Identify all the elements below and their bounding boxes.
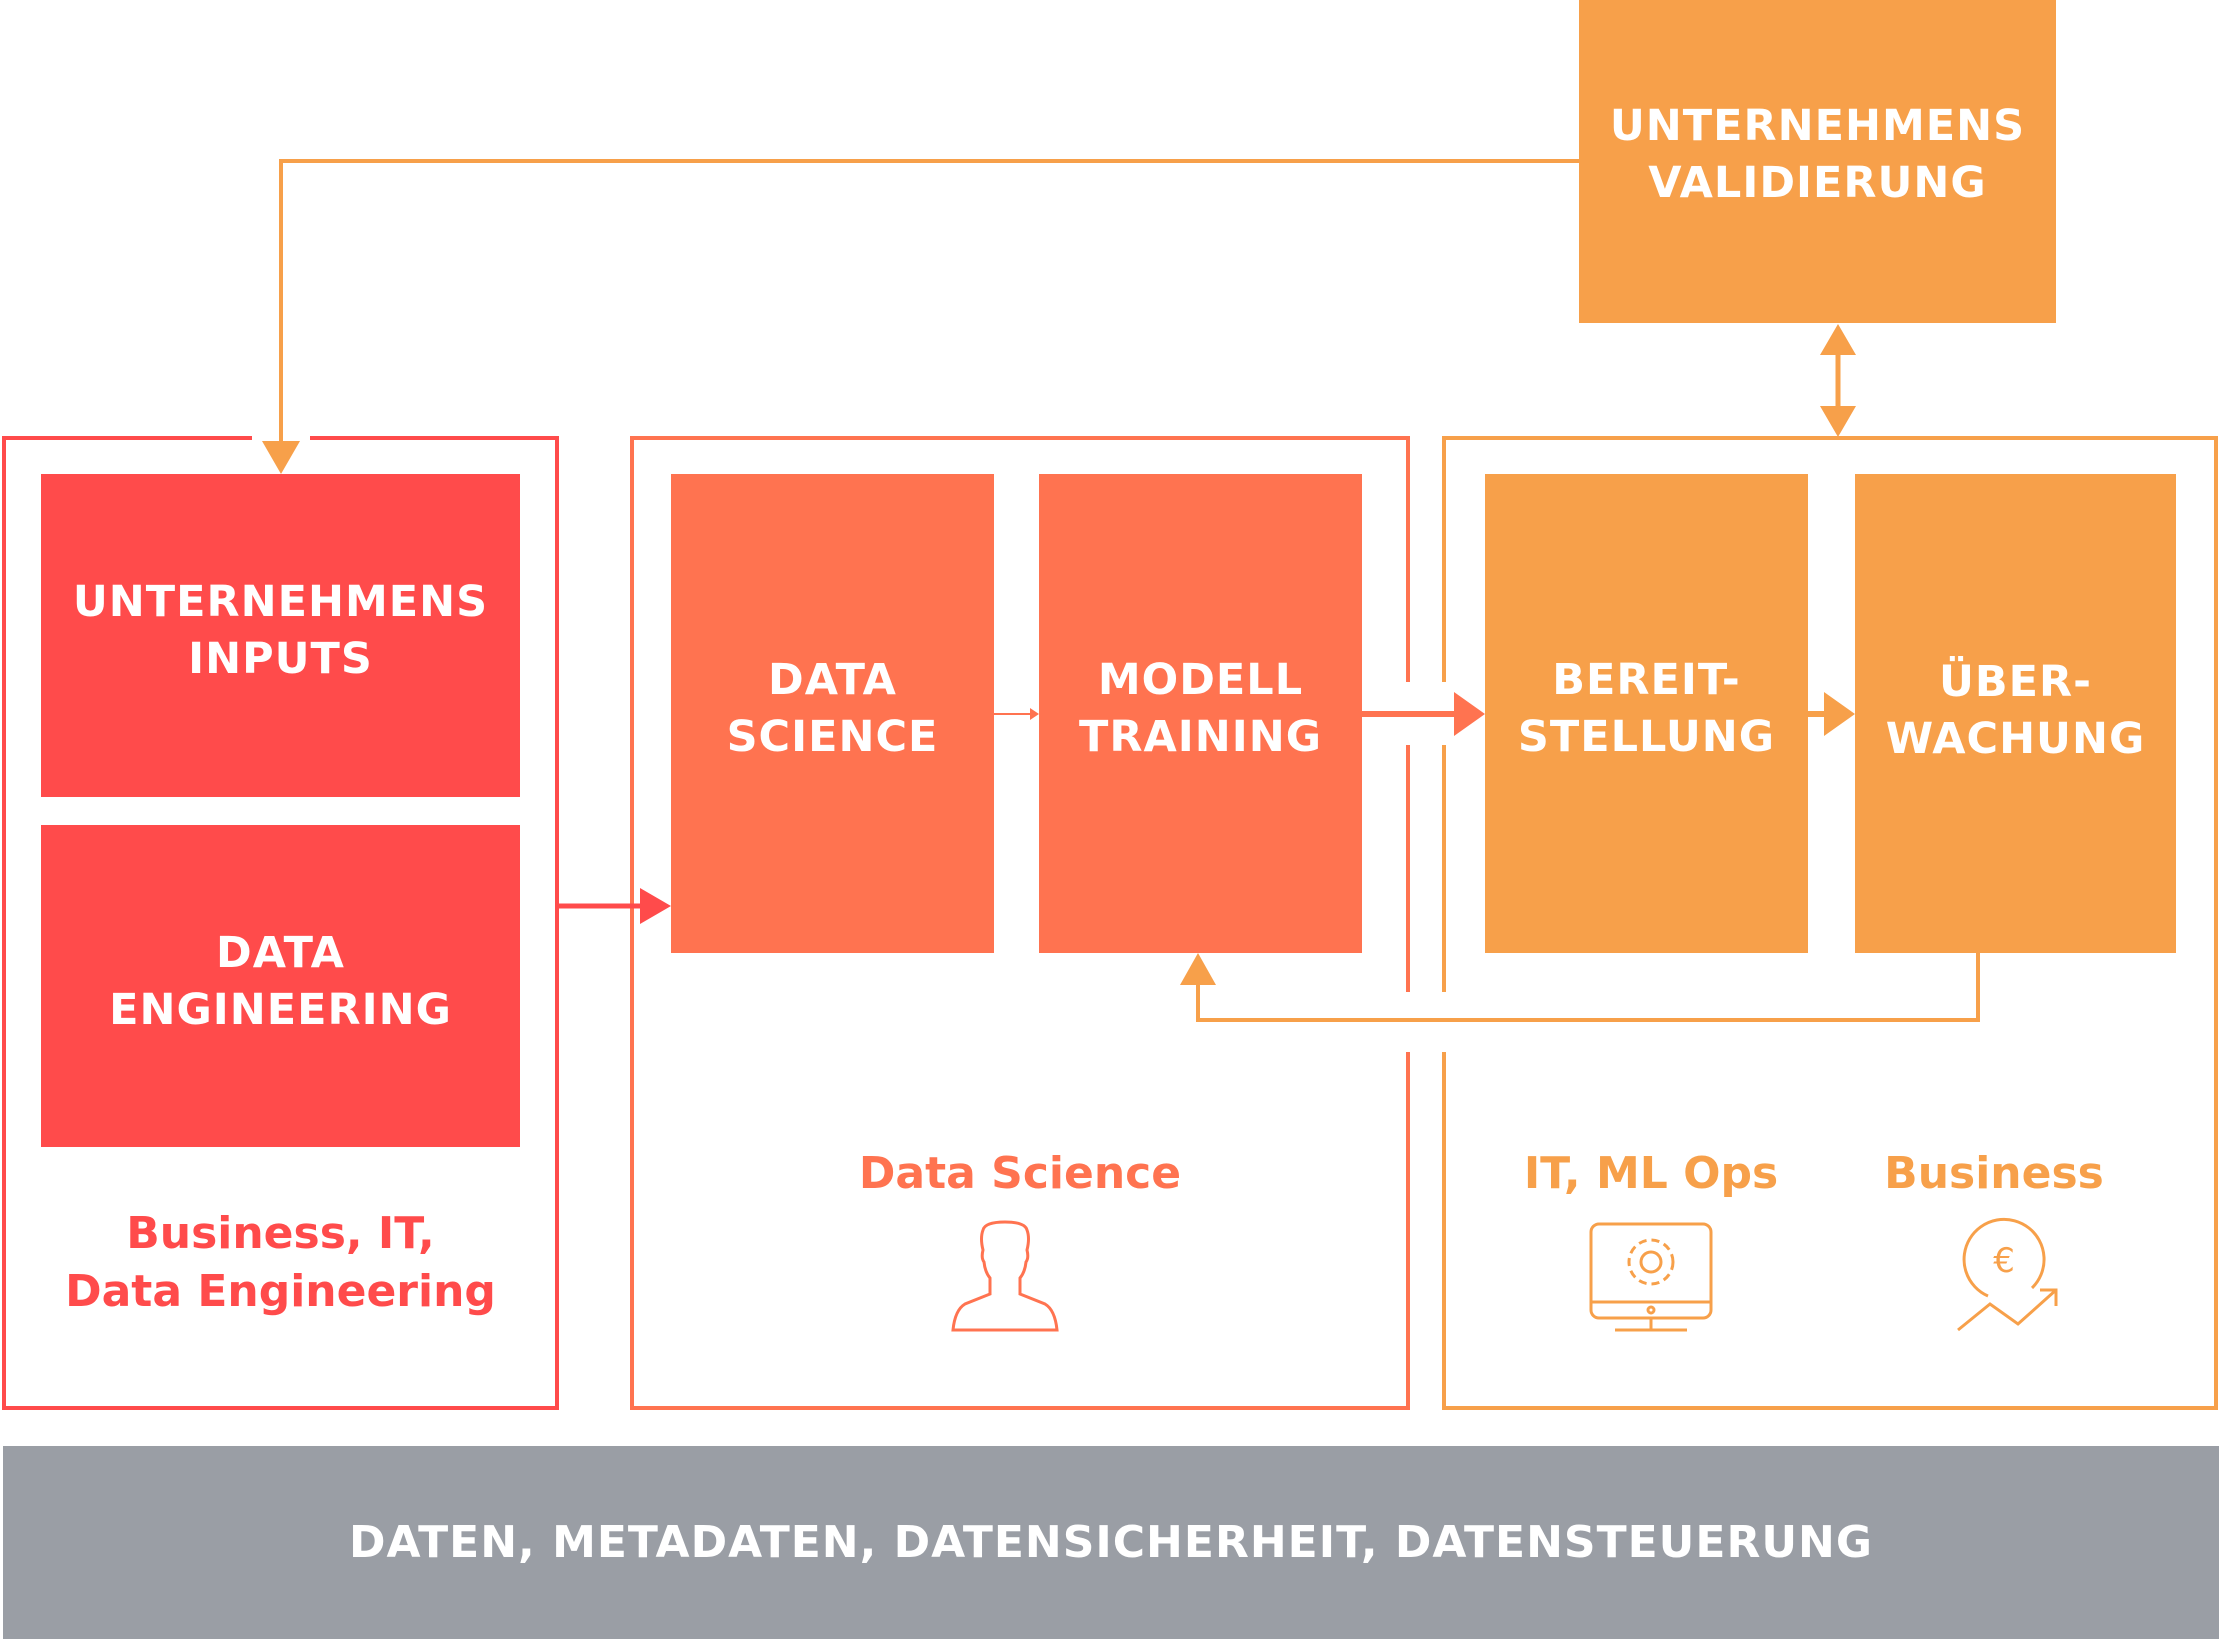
arrow-head [1454, 692, 1485, 736]
euro-growth-icon: € [1957, 1217, 2058, 1332]
arrow-head [1180, 953, 1216, 985]
arrow-head [640, 888, 671, 924]
arrow-head [1820, 324, 1856, 355]
feedback-line-validation [279, 159, 1579, 450]
arrow-head [1824, 692, 1855, 736]
frame-it-business [1442, 436, 2218, 1410]
feedback-line-monitoring [1196, 953, 1980, 1022]
role-label-business-it-data-engineering: Business, IT, Data Engineering [65, 1208, 496, 1317]
person-icon [951, 1220, 1059, 1332]
box-ueberwachung: ÜBER- WACHUNG [1855, 474, 2176, 953]
box-bereitstellung: BEREIT- STELLUNG [1485, 474, 1808, 953]
box-unternehmens-inputs: UNTERNEHMENS INPUTS [41, 474, 520, 797]
frame-data-science [630, 436, 1410, 1410]
box-data-science: DATA SCIENCE [671, 474, 994, 953]
footer-data-governance-bar: DATEN, METADATEN, DATENSICHERHEIT, DATEN… [3, 1446, 2219, 1639]
arrow-head [262, 441, 300, 474]
role-label-it-ml-ops: IT, ML Ops [1523, 1148, 1779, 1199]
arrow-head [1820, 406, 1856, 437]
role-label-business: Business [1884, 1148, 2104, 1199]
role-label-data-science: Data Science [858, 1148, 1182, 1199]
box-data-engineering: DATA ENGINEERING [41, 825, 520, 1147]
box-unternehmens-validierung: UNTERNEHMENS VALIDIERUNG [1579, 0, 2056, 323]
svg-text:€: € [1993, 1241, 2015, 1281]
box-modell-training: MODELL TRAINING [1039, 474, 1362, 953]
frame-business-it [2, 436, 559, 1410]
monitor-gear-icon [1589, 1222, 1713, 1332]
